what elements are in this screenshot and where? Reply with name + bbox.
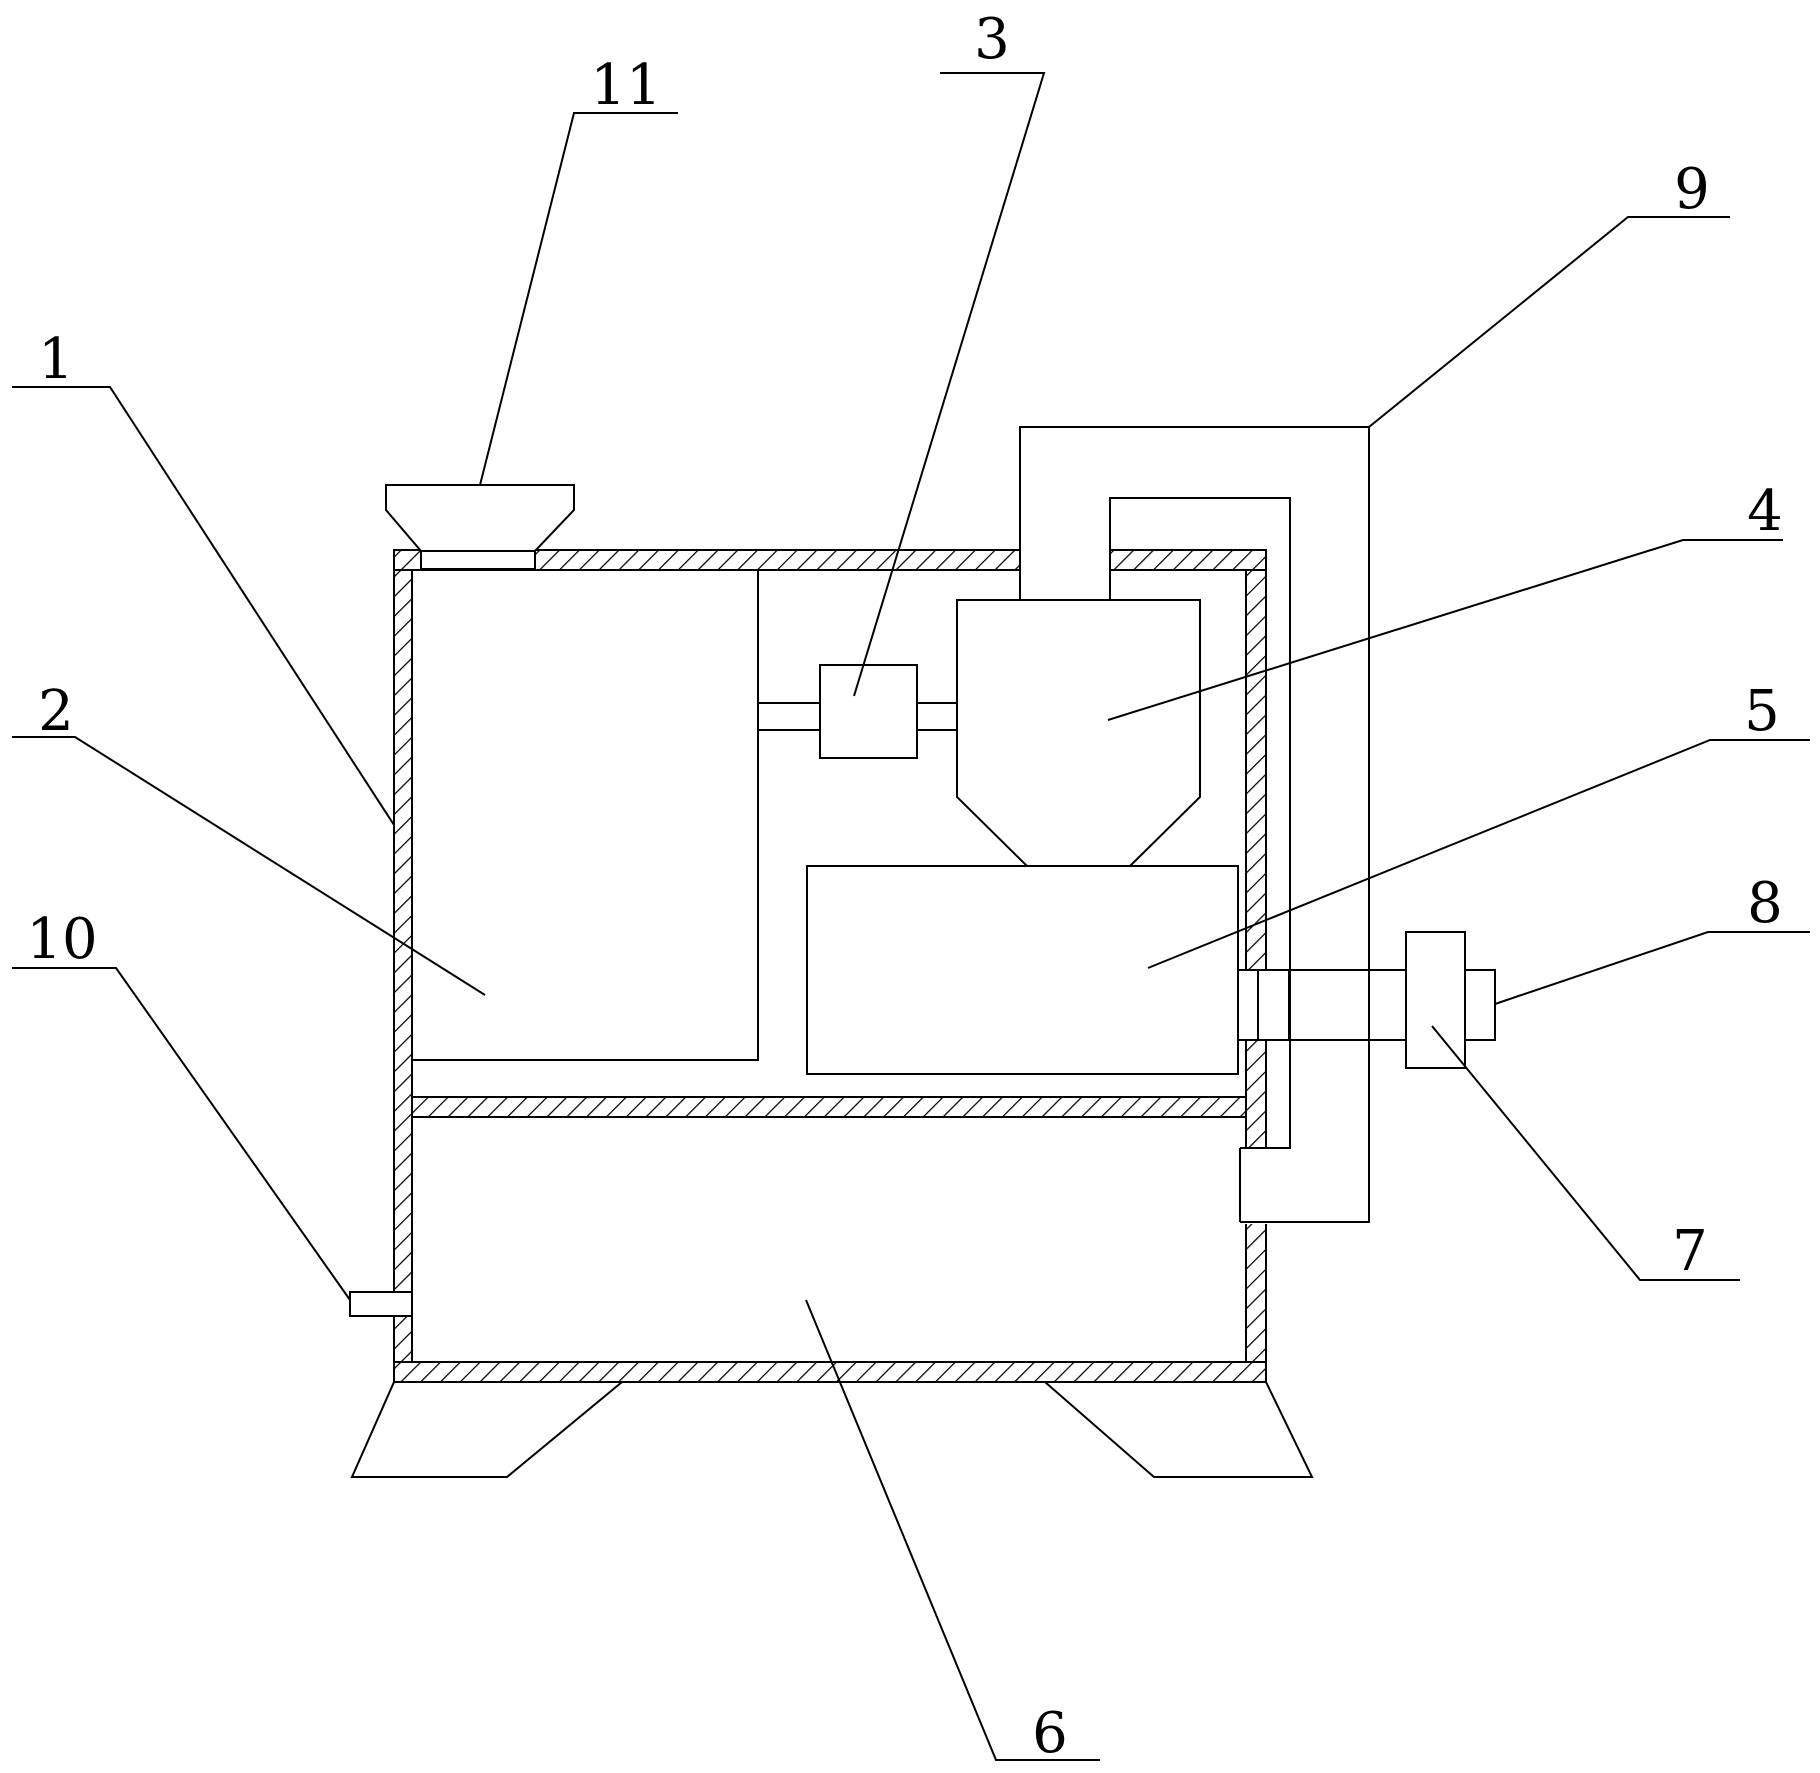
- leader-lines: [12, 72, 1810, 1761]
- label-6: 6: [1032, 1701, 1068, 1766]
- label-1: 1: [38, 327, 74, 392]
- label-2: 2: [38, 679, 74, 744]
- pump: [819, 664, 918, 759]
- label-5: 5: [1744, 679, 1780, 744]
- right-leg: [1044, 1381, 1314, 1478]
- motor-shaft-end: [1464, 969, 1496, 1041]
- label-3: 3: [974, 7, 1010, 72]
- motor: [1405, 931, 1466, 1069]
- label-8: 8: [1747, 871, 1783, 936]
- reference-labels: 1 2 3 4 5 6 7 8 9 10 11: [26, 7, 1782, 1766]
- label-7: 7: [1672, 1219, 1708, 1284]
- pipe-opening-side: [1244, 1148, 1268, 1224]
- housing-top-wall-right: [1109, 549, 1267, 571]
- storage-tank: [412, 570, 759, 1061]
- support-legs: [350, 1381, 1314, 1478]
- housing-right-wall: [1245, 549, 1267, 1383]
- pipe-opening-top: [1020, 549, 1110, 571]
- drain-outlet: [349, 1291, 413, 1317]
- housing-bottom-wall: [393, 1361, 1267, 1383]
- housing-top-wall-mid: [534, 549, 1021, 571]
- label-4: 4: [1747, 479, 1783, 544]
- processing-box: [806, 865, 1239, 1075]
- label-9: 9: [1674, 157, 1710, 222]
- left-leg: [350, 1381, 623, 1478]
- housing-left-wall: [393, 549, 413, 1383]
- label-11: 11: [590, 53, 661, 118]
- feed-opening: [420, 550, 536, 570]
- pump-assembly: [758, 664, 957, 759]
- label-10: 10: [26, 907, 97, 972]
- feed-hopper: [385, 484, 575, 552]
- shaft-opening: [1244, 970, 1268, 1040]
- vessel: [956, 599, 1201, 867]
- partition-plate: [411, 1096, 1247, 1118]
